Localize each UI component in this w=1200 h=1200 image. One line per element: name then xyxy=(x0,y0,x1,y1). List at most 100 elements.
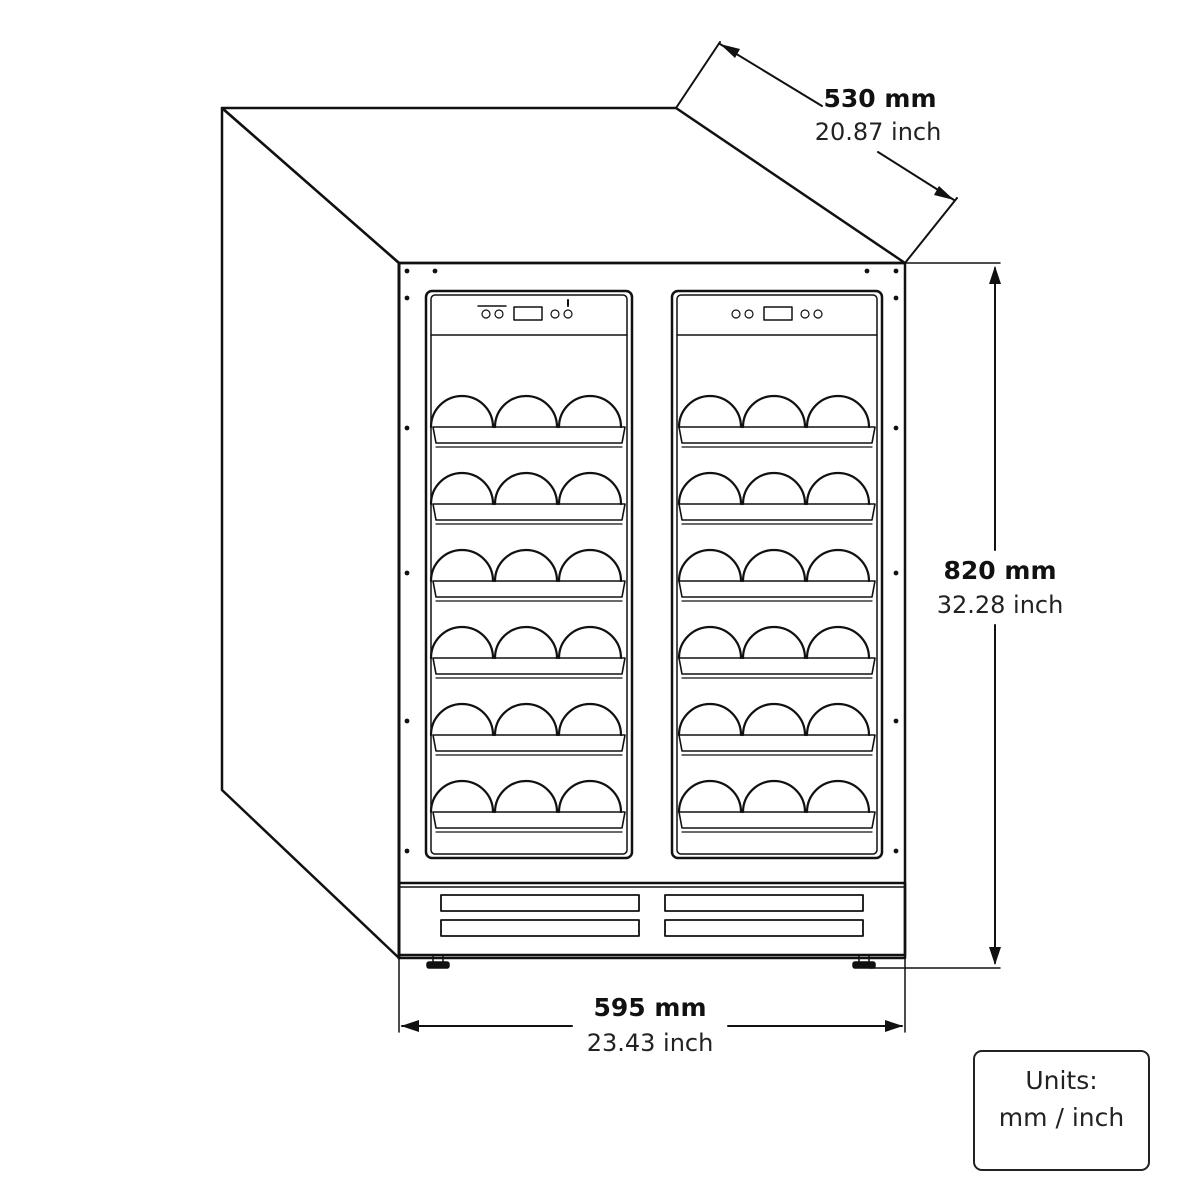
units-legend-box: Units: mm / inch xyxy=(973,1050,1150,1171)
frame-screws xyxy=(404,268,899,854)
shelf-rail xyxy=(678,426,876,444)
shelf-rail xyxy=(432,657,626,675)
width-mm-label: 595 mm xyxy=(593,993,707,1022)
height-inch-label: 32.28 inch xyxy=(936,591,1064,619)
doors xyxy=(424,289,884,860)
wine-bottle xyxy=(741,548,807,583)
leveling-feet xyxy=(426,954,876,969)
cabinet-side-face xyxy=(220,106,401,960)
depth-inch-label: 20.87 inch xyxy=(814,118,942,146)
vent-slots xyxy=(440,894,864,937)
wine-bottle xyxy=(493,625,559,660)
depth-arrowhead-top xyxy=(720,44,740,58)
wine-bottle xyxy=(557,702,623,737)
wine-bottle xyxy=(429,394,495,429)
door-left xyxy=(424,289,634,860)
wine-bottle xyxy=(493,548,559,583)
door-right xyxy=(670,289,884,860)
wine-bottle xyxy=(557,625,623,660)
vent-slot xyxy=(440,919,640,937)
wine-bottle xyxy=(557,779,623,814)
wine-bottle xyxy=(677,702,743,737)
wine-bottle xyxy=(557,394,623,429)
control-button-icon xyxy=(744,309,754,319)
screw-dot xyxy=(893,718,899,724)
screw-dot xyxy=(893,425,899,431)
cabinet-outline xyxy=(220,106,907,960)
shelf-rail xyxy=(432,503,626,521)
wine-shelf xyxy=(429,394,626,448)
door-glass xyxy=(430,294,628,855)
wine-bottle xyxy=(493,702,559,737)
shelf-rail xyxy=(432,580,626,598)
wine-shelf xyxy=(677,471,876,525)
depth-dimension-line xyxy=(675,41,958,264)
temperature-display xyxy=(513,306,543,321)
wine-bottle xyxy=(677,394,743,429)
width-dimension-line xyxy=(398,957,906,1033)
shelf-rail xyxy=(432,426,626,444)
foot-pad xyxy=(852,961,876,969)
vent-slot xyxy=(664,894,864,912)
screw-dot xyxy=(404,425,410,431)
screw-dot xyxy=(893,295,899,301)
wine-shelf xyxy=(677,625,876,679)
width-arrowhead-left xyxy=(401,1020,419,1032)
shelf-rail xyxy=(432,734,626,752)
shelf-rail xyxy=(678,580,876,598)
wine-bottle xyxy=(741,625,807,660)
temperature-display xyxy=(763,306,793,321)
control-button-icon xyxy=(550,309,560,319)
depth-mm-label: 530 mm xyxy=(823,84,937,113)
wine-bottle xyxy=(741,471,807,506)
screw-dot xyxy=(404,570,410,576)
wine-shelf xyxy=(677,779,876,833)
units-value: mm / inch xyxy=(998,1103,1125,1132)
vent-slot xyxy=(440,894,640,912)
door-glass xyxy=(676,294,878,855)
shelf-rail xyxy=(678,503,876,521)
wine-bottle xyxy=(429,702,495,737)
screw-dot xyxy=(404,718,410,724)
shelf-rail xyxy=(432,811,626,829)
wine-bottle xyxy=(741,394,807,429)
wine-bottle xyxy=(677,471,743,506)
shelf-rail xyxy=(678,734,876,752)
control-button-icon xyxy=(813,309,823,319)
screw-dot xyxy=(864,268,870,274)
screw-dot xyxy=(893,570,899,576)
wine-bottle xyxy=(805,779,871,814)
wine-bottle xyxy=(493,779,559,814)
shelf-rail xyxy=(678,811,876,829)
control-button-icon xyxy=(494,309,504,319)
wine-shelf xyxy=(429,779,626,833)
wine-bottle xyxy=(677,548,743,583)
shelf-rail xyxy=(678,657,876,675)
door-frame xyxy=(424,289,634,860)
wine-bottle xyxy=(557,471,623,506)
wine-bottle xyxy=(493,394,559,429)
wine-bottle xyxy=(741,702,807,737)
wine-bottle xyxy=(805,394,871,429)
screw-dot xyxy=(404,848,410,854)
base-kickplate xyxy=(397,881,907,969)
control-button-icon xyxy=(563,309,573,319)
control-button-icon xyxy=(481,309,491,319)
wine-bottle xyxy=(429,471,495,506)
height-arrowhead-top xyxy=(989,266,1001,284)
control-button-icon xyxy=(800,309,810,319)
height-arrowhead-bottom xyxy=(989,947,1001,965)
wine-bottle xyxy=(805,702,871,737)
foot-pad xyxy=(426,961,450,969)
width-inch-label: 23.43 inch xyxy=(586,1029,714,1057)
wine-bottle xyxy=(429,779,495,814)
wine-bottle xyxy=(741,779,807,814)
wine-bottle xyxy=(493,471,559,506)
screw-dot xyxy=(404,295,410,301)
wine-shelf xyxy=(677,702,876,756)
units-title: Units: xyxy=(1025,1066,1098,1095)
wine-shelf xyxy=(429,702,626,756)
control-button-icon xyxy=(731,309,741,319)
width-arrowhead-right xyxy=(885,1020,903,1032)
